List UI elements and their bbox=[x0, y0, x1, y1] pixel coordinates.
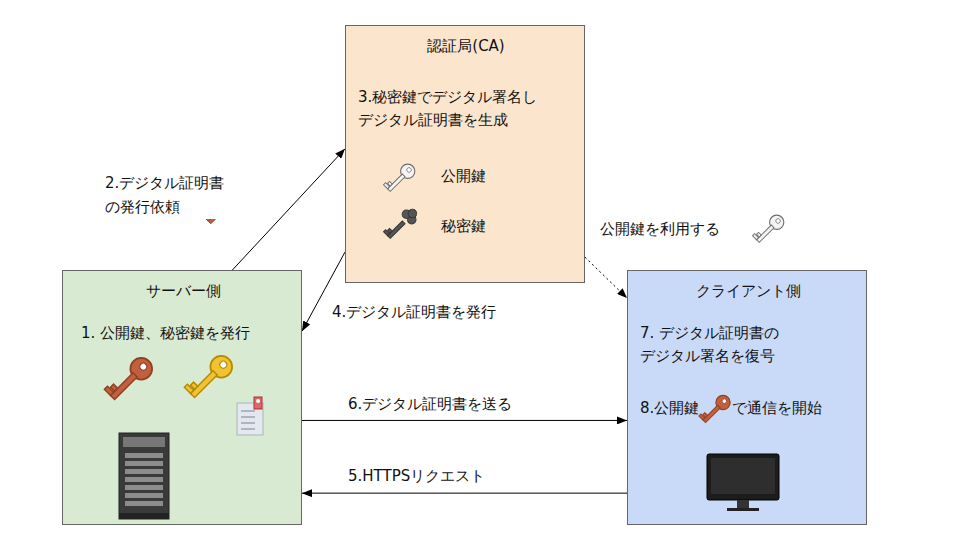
step-text: 7. デジタル証明書の デジタル署名を復号 bbox=[640, 322, 830, 367]
key-icon bbox=[753, 212, 787, 246]
edge-label: 5.HTTPSリクエスト bbox=[346, 464, 487, 488]
flow-arrow bbox=[302, 420, 627, 421]
monitor-icon bbox=[707, 454, 779, 511]
certificate-icon bbox=[237, 397, 263, 435]
box-title: クライアント側 bbox=[696, 280, 801, 303]
key-caption: 秘密鍵 bbox=[441, 215, 486, 238]
box-illustration bbox=[346, 26, 584, 282]
step-text: 8.公開鍵 bbox=[640, 397, 699, 420]
client-box: クライアント側 7. デジタル証明書の デジタル署名を復号 8.公開鍵 で通信を開始 bbox=[627, 270, 867, 525]
key-icon bbox=[699, 392, 733, 426]
key-caption: 公開鍵 bbox=[441, 165, 486, 188]
box-title: 認証局(CA) bbox=[427, 35, 504, 58]
key-icon bbox=[104, 353, 156, 405]
server-tower bbox=[119, 433, 169, 519]
edge-label: 公開鍵を利用する bbox=[598, 217, 722, 241]
key-icon bbox=[384, 161, 418, 195]
authority-box: 認証局(CA) 3.秘密鍵でデジタル署名し デジタル証明書を生成公開鍵秘密鍵 bbox=[345, 25, 585, 283]
step-text: 3.秘密鍵でデジタル署名し デジタル証明書を生成 bbox=[358, 86, 576, 131]
edge-label: 4.デジタル証明書を発行 bbox=[330, 300, 498, 324]
edge-label: 6.デジタル証明書を送る bbox=[346, 392, 514, 416]
edge-label: 2.デジタル証明書 の発行依頼 bbox=[103, 171, 257, 219]
box-title: サーバー側 bbox=[146, 280, 221, 303]
key-icon bbox=[184, 351, 236, 403]
box-illustration bbox=[628, 271, 866, 524]
flow-arrow bbox=[302, 493, 627, 494]
key-icon bbox=[383, 205, 421, 243]
dotted-arrow bbox=[585, 257, 627, 298]
step-text: で通信を開始 bbox=[732, 397, 822, 420]
box-illustration bbox=[63, 271, 301, 524]
server-box: サーバー側 1. 公開鍵、秘密鍵を発行 bbox=[62, 270, 302, 525]
step-text: 1. 公開鍵、秘密鍵を発行 bbox=[81, 322, 250, 345]
